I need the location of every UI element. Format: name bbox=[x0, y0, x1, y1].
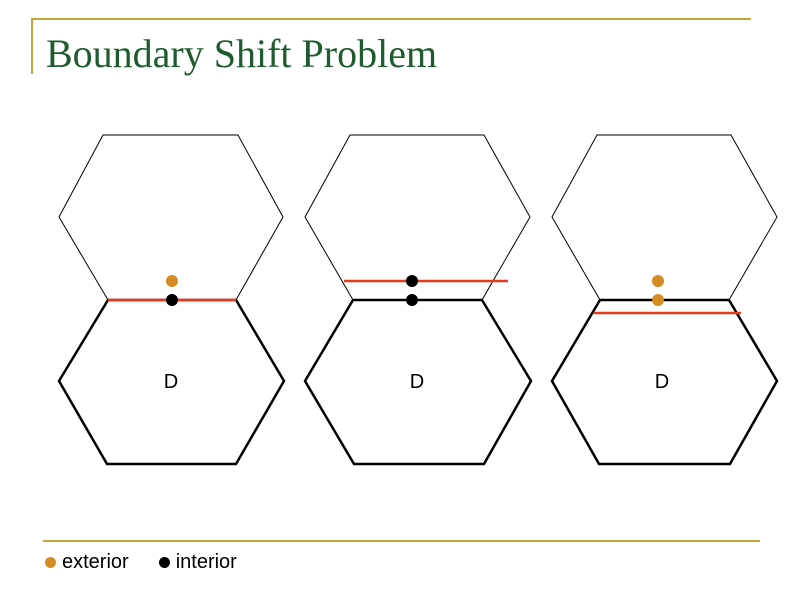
interior-dot-icon bbox=[158, 556, 170, 568]
region-d-hexagon bbox=[550, 298, 779, 466]
panel-3: D bbox=[550, 134, 779, 466]
region-label: D bbox=[410, 371, 424, 393]
legend-rule bbox=[43, 540, 760, 542]
legend-item-exterior: exterior bbox=[45, 551, 129, 574]
slide-title: Boundary Shift Problem bbox=[46, 31, 438, 76]
legend-item-interior: interior bbox=[158, 550, 237, 574]
legend: exterior interior bbox=[45, 549, 237, 575]
exterior-point bbox=[166, 275, 178, 287]
region-label: D bbox=[164, 371, 178, 393]
exterior-point bbox=[652, 294, 664, 306]
region-d-hexagon bbox=[303, 298, 533, 466]
interior-point bbox=[406, 294, 418, 306]
outer-hexagon bbox=[304, 134, 531, 301]
panel-1: D bbox=[57, 134, 286, 466]
legend-label-exterior: exterior bbox=[62, 550, 129, 573]
legend-label-interior: interior bbox=[175, 550, 237, 573]
title-left-rule bbox=[31, 18, 33, 74]
exterior-point bbox=[652, 275, 664, 287]
interior-point bbox=[406, 275, 418, 287]
region-label: D bbox=[655, 371, 669, 393]
title-top-rule bbox=[31, 18, 751, 20]
exterior-dot-icon bbox=[45, 556, 56, 568]
outer-hexagon bbox=[551, 134, 778, 301]
interior-point bbox=[166, 294, 178, 306]
panel-2: D bbox=[303, 134, 533, 466]
outer-hexagon bbox=[58, 134, 284, 301]
